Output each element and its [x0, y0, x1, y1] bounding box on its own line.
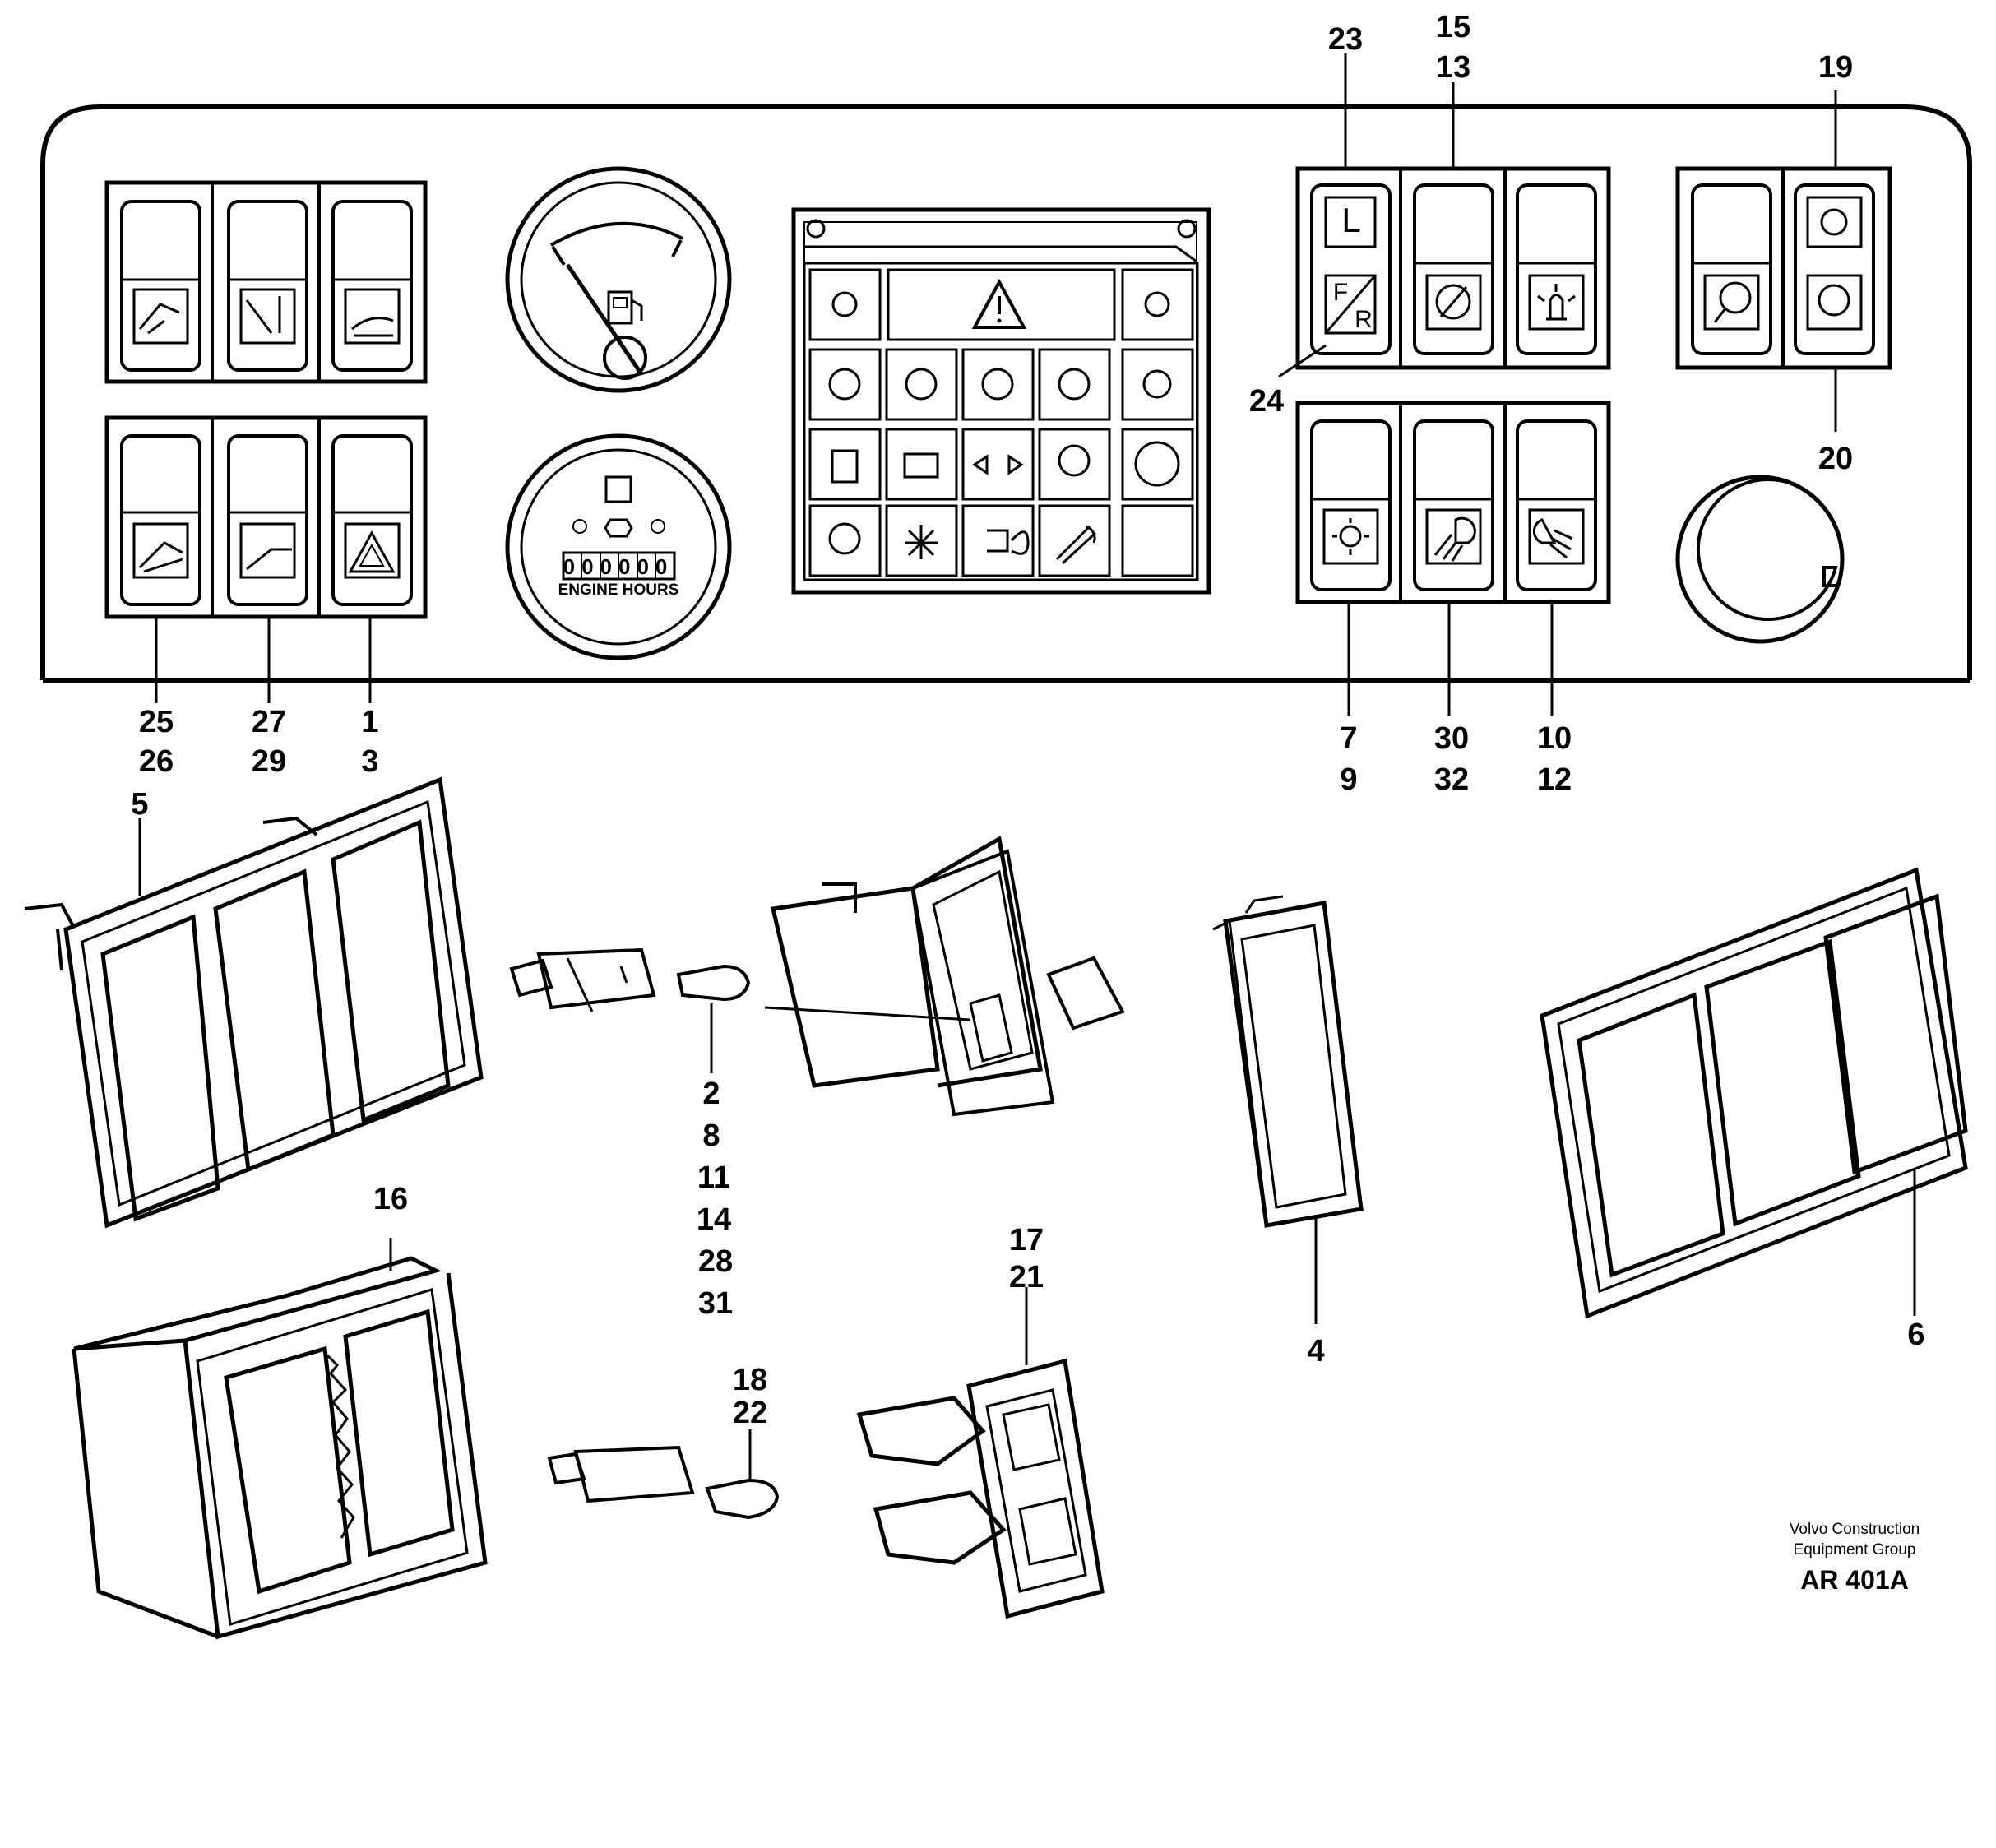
ignition-switch	[1675, 475, 1845, 644]
callout-31: 31	[698, 1286, 733, 1321]
double-lens-holder	[856, 1287, 1105, 1619]
callout-32: 32	[1434, 762, 1469, 797]
left-switch-bank-bottom	[104, 415, 428, 619]
switch-tipper-float	[331, 200, 413, 372]
single-rocker-switch	[764, 836, 1125, 1117]
lever-position-label: L	[1341, 201, 1360, 239]
switch-body-lower	[120, 434, 201, 606]
steering-wheel-icon	[1713, 281, 1752, 323]
callout-25: 25	[139, 705, 174, 739]
switch-work-light-front	[1413, 419, 1494, 591]
bulb-connector-lower	[547, 1429, 780, 1520]
callout-13: 13	[1436, 50, 1470, 85]
warning-lamp-cluster	[791, 207, 1211, 595]
left-leaders	[155, 617, 372, 703]
callout-1: 1	[361, 705, 378, 739]
credit-line-1: Volvo Construction	[1790, 1521, 1920, 1538]
callouts: 23 15 13 19 24 20 25 26 27 29 1 3 7 9 30…	[131, 10, 1924, 1430]
callout-29: 29	[252, 744, 286, 779]
switch-steering	[1691, 183, 1772, 355]
callout-28: 28	[698, 1244, 733, 1279]
switch-tipper-left	[120, 200, 201, 372]
bulb-connector-upper	[509, 947, 751, 1073]
forward-label: F	[1333, 279, 1348, 306]
fuel-pump-icon	[607, 290, 643, 325]
far-right-switch-bank	[1675, 166, 1892, 370]
blank-cover-plate	[1212, 895, 1364, 1324]
callout-12: 12	[1537, 762, 1572, 797]
reverse-label: R	[1355, 306, 1373, 333]
callout-21: 21	[1009, 1260, 1044, 1295]
switch-differential	[1413, 183, 1494, 355]
switch-beacon	[1516, 183, 1597, 355]
hazard-triangle-icon	[348, 530, 396, 573]
dashboard-panel	[40, 104, 1972, 683]
left-switch-bank-top	[104, 180, 428, 384]
callout-15: 15	[1436, 10, 1470, 44]
switch-lever-direction	[1310, 183, 1392, 355]
callout-17: 17	[1009, 1223, 1044, 1257]
triple-switch-frame	[24, 776, 484, 1229]
hour-meter-label: ENGINE HOURS	[558, 581, 679, 599]
warning-triangle-icon	[971, 278, 1027, 329]
callout-2: 2	[702, 1077, 720, 1111]
switch-tipper-lock	[227, 200, 308, 372]
cab-light-icon	[1332, 518, 1369, 555]
fuel-gauge	[505, 166, 732, 393]
callout-11: 11	[697, 1160, 730, 1195]
callout-30: 30	[1434, 721, 1469, 756]
callout-19: 19	[1818, 50, 1853, 85]
hour-meter-digits: 000000	[563, 554, 674, 579]
switch-work-light-rear	[1516, 419, 1597, 591]
right-switch-bank-top	[1295, 166, 1611, 370]
beacon-icon	[1537, 284, 1576, 321]
double-switch-housing	[72, 1238, 488, 1640]
work-light-rear-icon	[1532, 518, 1573, 559]
callout-16: 16	[373, 1182, 408, 1216]
callout-14: 14	[697, 1202, 731, 1237]
callout-10: 10	[1537, 721, 1572, 756]
callout-26: 26	[139, 744, 174, 779]
callout-5: 5	[131, 787, 148, 822]
callout-7: 7	[1340, 721, 1357, 756]
hour-meter	[505, 433, 732, 660]
callout-18: 18	[733, 1363, 767, 1397]
right-switch-bank-bottom	[1295, 401, 1611, 604]
callout-3: 3	[361, 744, 378, 779]
callout-4: 4	[1307, 1334, 1324, 1369]
callout-24: 24	[1249, 384, 1284, 419]
switch-cab-light	[1310, 419, 1392, 591]
triple-rocker-frame	[1540, 867, 1968, 1319]
callout-9: 9	[1340, 762, 1357, 797]
callout-8: 8	[702, 1119, 720, 1153]
credit-line-2: Equipment Group	[1794, 1541, 1916, 1559]
switch-service	[1794, 183, 1875, 355]
switch-body-lower-lock	[227, 434, 308, 606]
callout-20: 20	[1818, 442, 1853, 476]
callout-6: 6	[1907, 1318, 1924, 1352]
figure-reference: AR 401A	[1800, 1565, 1909, 1595]
work-light-icon	[1433, 516, 1476, 562]
callout-27: 27	[252, 705, 286, 739]
switch-hazard	[331, 434, 413, 606]
callout-22: 22	[733, 1396, 767, 1430]
right-leaders	[1278, 53, 1837, 716]
callout-23: 23	[1328, 22, 1363, 57]
publisher-credit: Volvo Construction Equipment Group AR 40…	[1790, 1521, 1920, 1595]
